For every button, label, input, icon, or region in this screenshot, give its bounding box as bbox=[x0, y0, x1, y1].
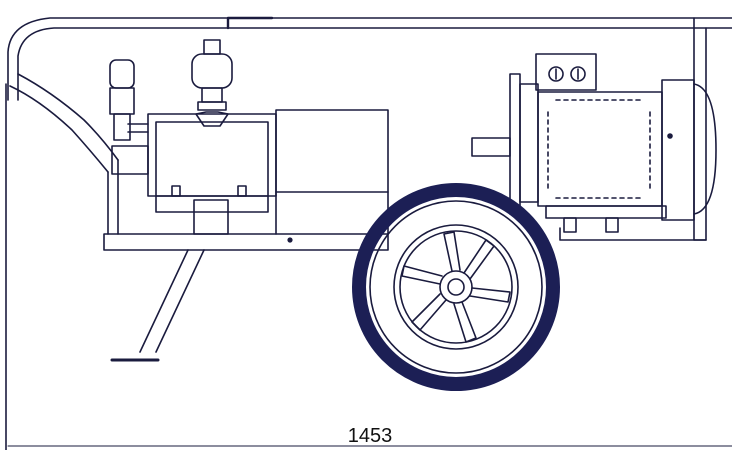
frame-rail bbox=[5, 16, 732, 450]
pump-assembly bbox=[109, 39, 277, 235]
wheel bbox=[352, 183, 560, 391]
overall-length-dimension-label: 1453 bbox=[347, 425, 393, 447]
base-frame bbox=[103, 227, 707, 251]
stand-leg bbox=[110, 249, 205, 362]
frame-tube bbox=[9, 73, 119, 235]
electric-motor bbox=[471, 53, 717, 233]
coupling-housing bbox=[275, 109, 389, 243]
